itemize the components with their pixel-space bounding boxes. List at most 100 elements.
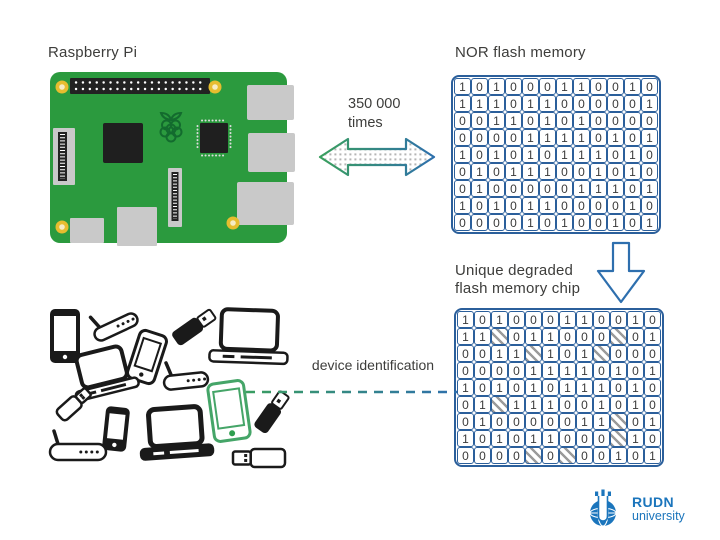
bit-cell: 1 <box>556 146 573 163</box>
bit-cell: 1 <box>525 328 542 345</box>
bit-cell: 0 <box>590 95 607 112</box>
device-identification-label: device identification <box>311 357 435 373</box>
bit-cell: 0 <box>542 413 559 430</box>
pcb-board <box>50 72 287 243</box>
bit-cell: 1 <box>488 146 505 163</box>
bit-cell: 1 <box>525 362 542 379</box>
bit-cell: 1 <box>539 95 556 112</box>
bit-cell: 0 <box>627 447 644 464</box>
rudn-logo-text: RUDN university <box>632 495 685 523</box>
bit-cell: 0 <box>539 214 556 231</box>
power-connector-icon <box>70 218 104 243</box>
bit-cell: 0 <box>590 197 607 214</box>
bit-cell: 1 <box>559 379 576 396</box>
down-arrow-icon <box>596 241 646 304</box>
laptop-icon <box>208 307 289 366</box>
identification-dashed-line <box>246 390 457 394</box>
bit-cell: 1 <box>576 379 593 396</box>
bit-cell: 1 <box>644 328 661 345</box>
usb-stick-icon <box>231 447 287 469</box>
bit-cell: 1 <box>627 430 644 447</box>
bit-cell: 0 <box>556 95 573 112</box>
degraded-bit-cell <box>610 328 627 345</box>
rudn-name: RUDN <box>632 494 675 511</box>
bit-cell: 1 <box>539 112 556 129</box>
bit-cell: 0 <box>505 95 522 112</box>
bit-cell: 1 <box>491 311 508 328</box>
bit-cell: 0 <box>525 413 542 430</box>
bit-cell: 0 <box>641 112 658 129</box>
bit-cell: 1 <box>576 345 593 362</box>
degraded-bit-cell <box>491 328 508 345</box>
bit-cell: 1 <box>488 78 505 95</box>
bit-cell: 0 <box>522 112 539 129</box>
bit-cell: 1 <box>457 430 474 447</box>
bit-cell: 1 <box>505 163 522 180</box>
bit-cell: 1 <box>607 180 624 197</box>
bit-cell: 0 <box>644 379 661 396</box>
bit-cell: 0 <box>525 311 542 328</box>
bit-cell: 1 <box>624 146 641 163</box>
degraded-bit-cell <box>559 447 576 464</box>
bit-cell: 1 <box>573 112 590 129</box>
router-icon <box>88 312 139 342</box>
bit-cell: 1 <box>508 345 525 362</box>
bit-cell: 0 <box>559 396 576 413</box>
bit-cell: 0 <box>508 447 525 464</box>
bit-cell: 1 <box>454 146 471 163</box>
bit-cell: 0 <box>556 112 573 129</box>
rudn-emblem-icon <box>589 489 617 527</box>
ethernet-port-icon <box>237 182 294 225</box>
bit-cell: 1 <box>542 396 559 413</box>
degraded-bit-cell <box>610 430 627 447</box>
bit-cell: 0 <box>624 129 641 146</box>
bit-cell: 1 <box>457 379 474 396</box>
usb-port-icon <box>247 85 294 120</box>
bit-cell: 0 <box>474 379 491 396</box>
bit-cell: 1 <box>556 78 573 95</box>
bit-cell: 1 <box>624 197 641 214</box>
devices-illustration <box>48 307 290 469</box>
memory-chip-icon <box>196 119 232 157</box>
bit-cell: 0 <box>454 112 471 129</box>
bit-cell: 1 <box>627 396 644 413</box>
bit-cell: 0 <box>457 345 474 362</box>
router-icon <box>162 361 210 391</box>
bit-cell: 0 <box>454 214 471 231</box>
bit-cell: 1 <box>471 163 488 180</box>
cycles-count: 350 000 <box>348 96 401 112</box>
bit-cell: 0 <box>610 311 627 328</box>
bit-cell: 0 <box>627 362 644 379</box>
cycles-label: 350 000 times <box>348 95 400 133</box>
bit-cell: 0 <box>508 379 525 396</box>
camera-connector-icon <box>168 168 182 227</box>
bit-cell: 0 <box>488 214 505 231</box>
bit-cell: 0 <box>454 129 471 146</box>
soc-chip-icon <box>103 123 143 163</box>
laptop-filled-icon <box>139 404 215 461</box>
bit-cell: 1 <box>542 362 559 379</box>
bit-cell: 0 <box>590 214 607 231</box>
bit-cell: 0 <box>508 413 525 430</box>
usb-stick-filled-icon <box>254 390 290 434</box>
bit-cell: 0 <box>491 362 508 379</box>
bit-cell: 1 <box>624 78 641 95</box>
bit-cell: 0 <box>593 362 610 379</box>
bit-cell: 0 <box>471 197 488 214</box>
bit-cell: 0 <box>593 430 610 447</box>
bit-cell: 1 <box>488 112 505 129</box>
raspberry-pi-illustration <box>50 72 295 246</box>
bit-cell: 0 <box>607 163 624 180</box>
bit-cell: 0 <box>488 129 505 146</box>
bit-cell: 1 <box>539 129 556 146</box>
bit-cell: 0 <box>559 345 576 362</box>
usb-stick-filled-icon <box>172 308 217 346</box>
bit-cell: 1 <box>454 95 471 112</box>
bit-cell: 0 <box>576 328 593 345</box>
bit-cell: 0 <box>454 163 471 180</box>
bit-cell: 0 <box>607 146 624 163</box>
degraded-bit-cell <box>525 447 542 464</box>
bit-cell: 0 <box>573 163 590 180</box>
